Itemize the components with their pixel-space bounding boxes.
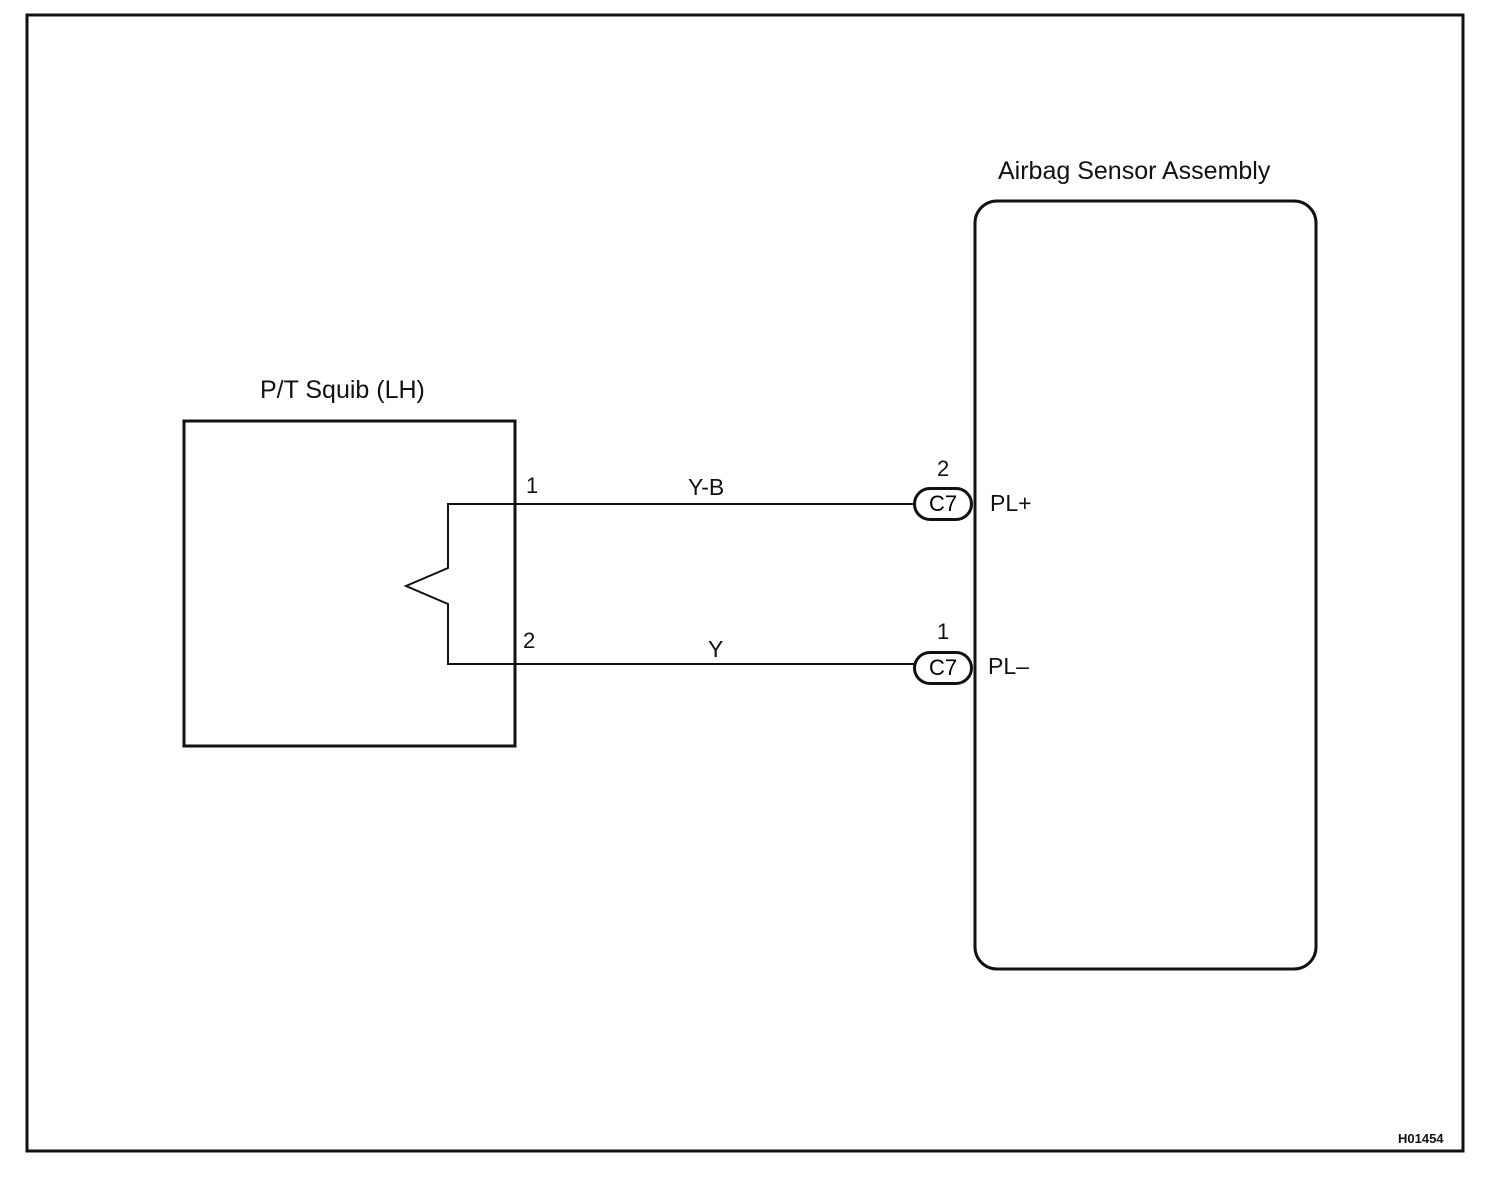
sensor-title: Airbag Sensor Assembly <box>998 157 1271 185</box>
terminal-label-pl-minus: PL– <box>988 653 1029 679</box>
squib-title: P/T Squib (LH) <box>260 376 425 404</box>
connector-pin-number: 1 <box>937 619 950 644</box>
connector-pin-number: 2 <box>937 456 950 481</box>
squib-pin-2: 2 <box>523 628 536 653</box>
wire-color-label: Y <box>708 636 724 662</box>
squib-element-symbol <box>403 503 914 665</box>
connector-c7-pl-plus: C7 <box>913 487 973 521</box>
squib-box <box>182 419 517 748</box>
squib-pin-1: 1 <box>526 473 539 498</box>
wire-color-label: Y-B <box>688 474 725 500</box>
sensor-box <box>973 199 1318 971</box>
outer-frame <box>25 13 1465 1153</box>
connector-c7-pl-minus: C7 <box>913 651 973 685</box>
figure-id: H01454 <box>1398 1131 1444 1146</box>
terminal-label-pl-plus: PL+ <box>990 490 1032 516</box>
